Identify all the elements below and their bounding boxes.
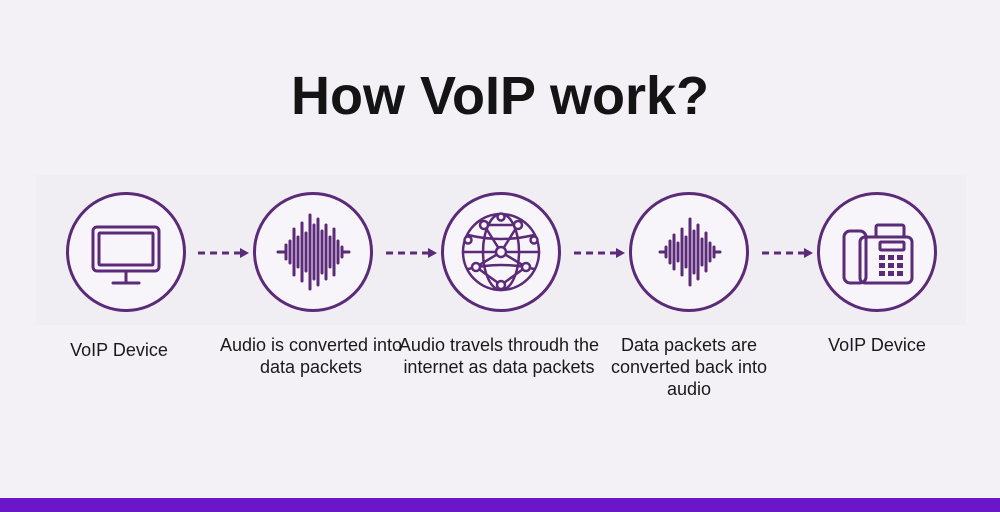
step-4-label: Data packets are converted back into aud… — [610, 335, 768, 399]
step-3-label: Audio travels throudh the internet as da… — [398, 335, 600, 377]
monitor-icon — [91, 225, 161, 285]
step-1-circle — [66, 192, 186, 312]
arrow-4-5 — [760, 247, 814, 259]
arrow-2-3 — [384, 247, 438, 259]
arrow-1-2 — [196, 247, 250, 259]
step-5-label: VoIP Device — [828, 335, 926, 355]
sound-wave-icon — [276, 213, 351, 291]
step-1-label: VoIP Device — [70, 340, 168, 360]
step-2-label: Audio is converted into data packets — [219, 335, 403, 377]
step-4-circle — [629, 192, 749, 312]
step-2-circle — [253, 192, 373, 312]
bottom-accent-bar — [0, 498, 1000, 512]
page-title: How VoIP work? — [290, 66, 710, 126]
arrow-3-4 — [572, 247, 626, 259]
sound-wave-icon — [658, 217, 722, 287]
step-5-circle — [817, 192, 937, 312]
step-3-circle — [441, 192, 561, 312]
globe-network-icon — [461, 212, 541, 292]
desk-phone-icon — [842, 223, 914, 285]
